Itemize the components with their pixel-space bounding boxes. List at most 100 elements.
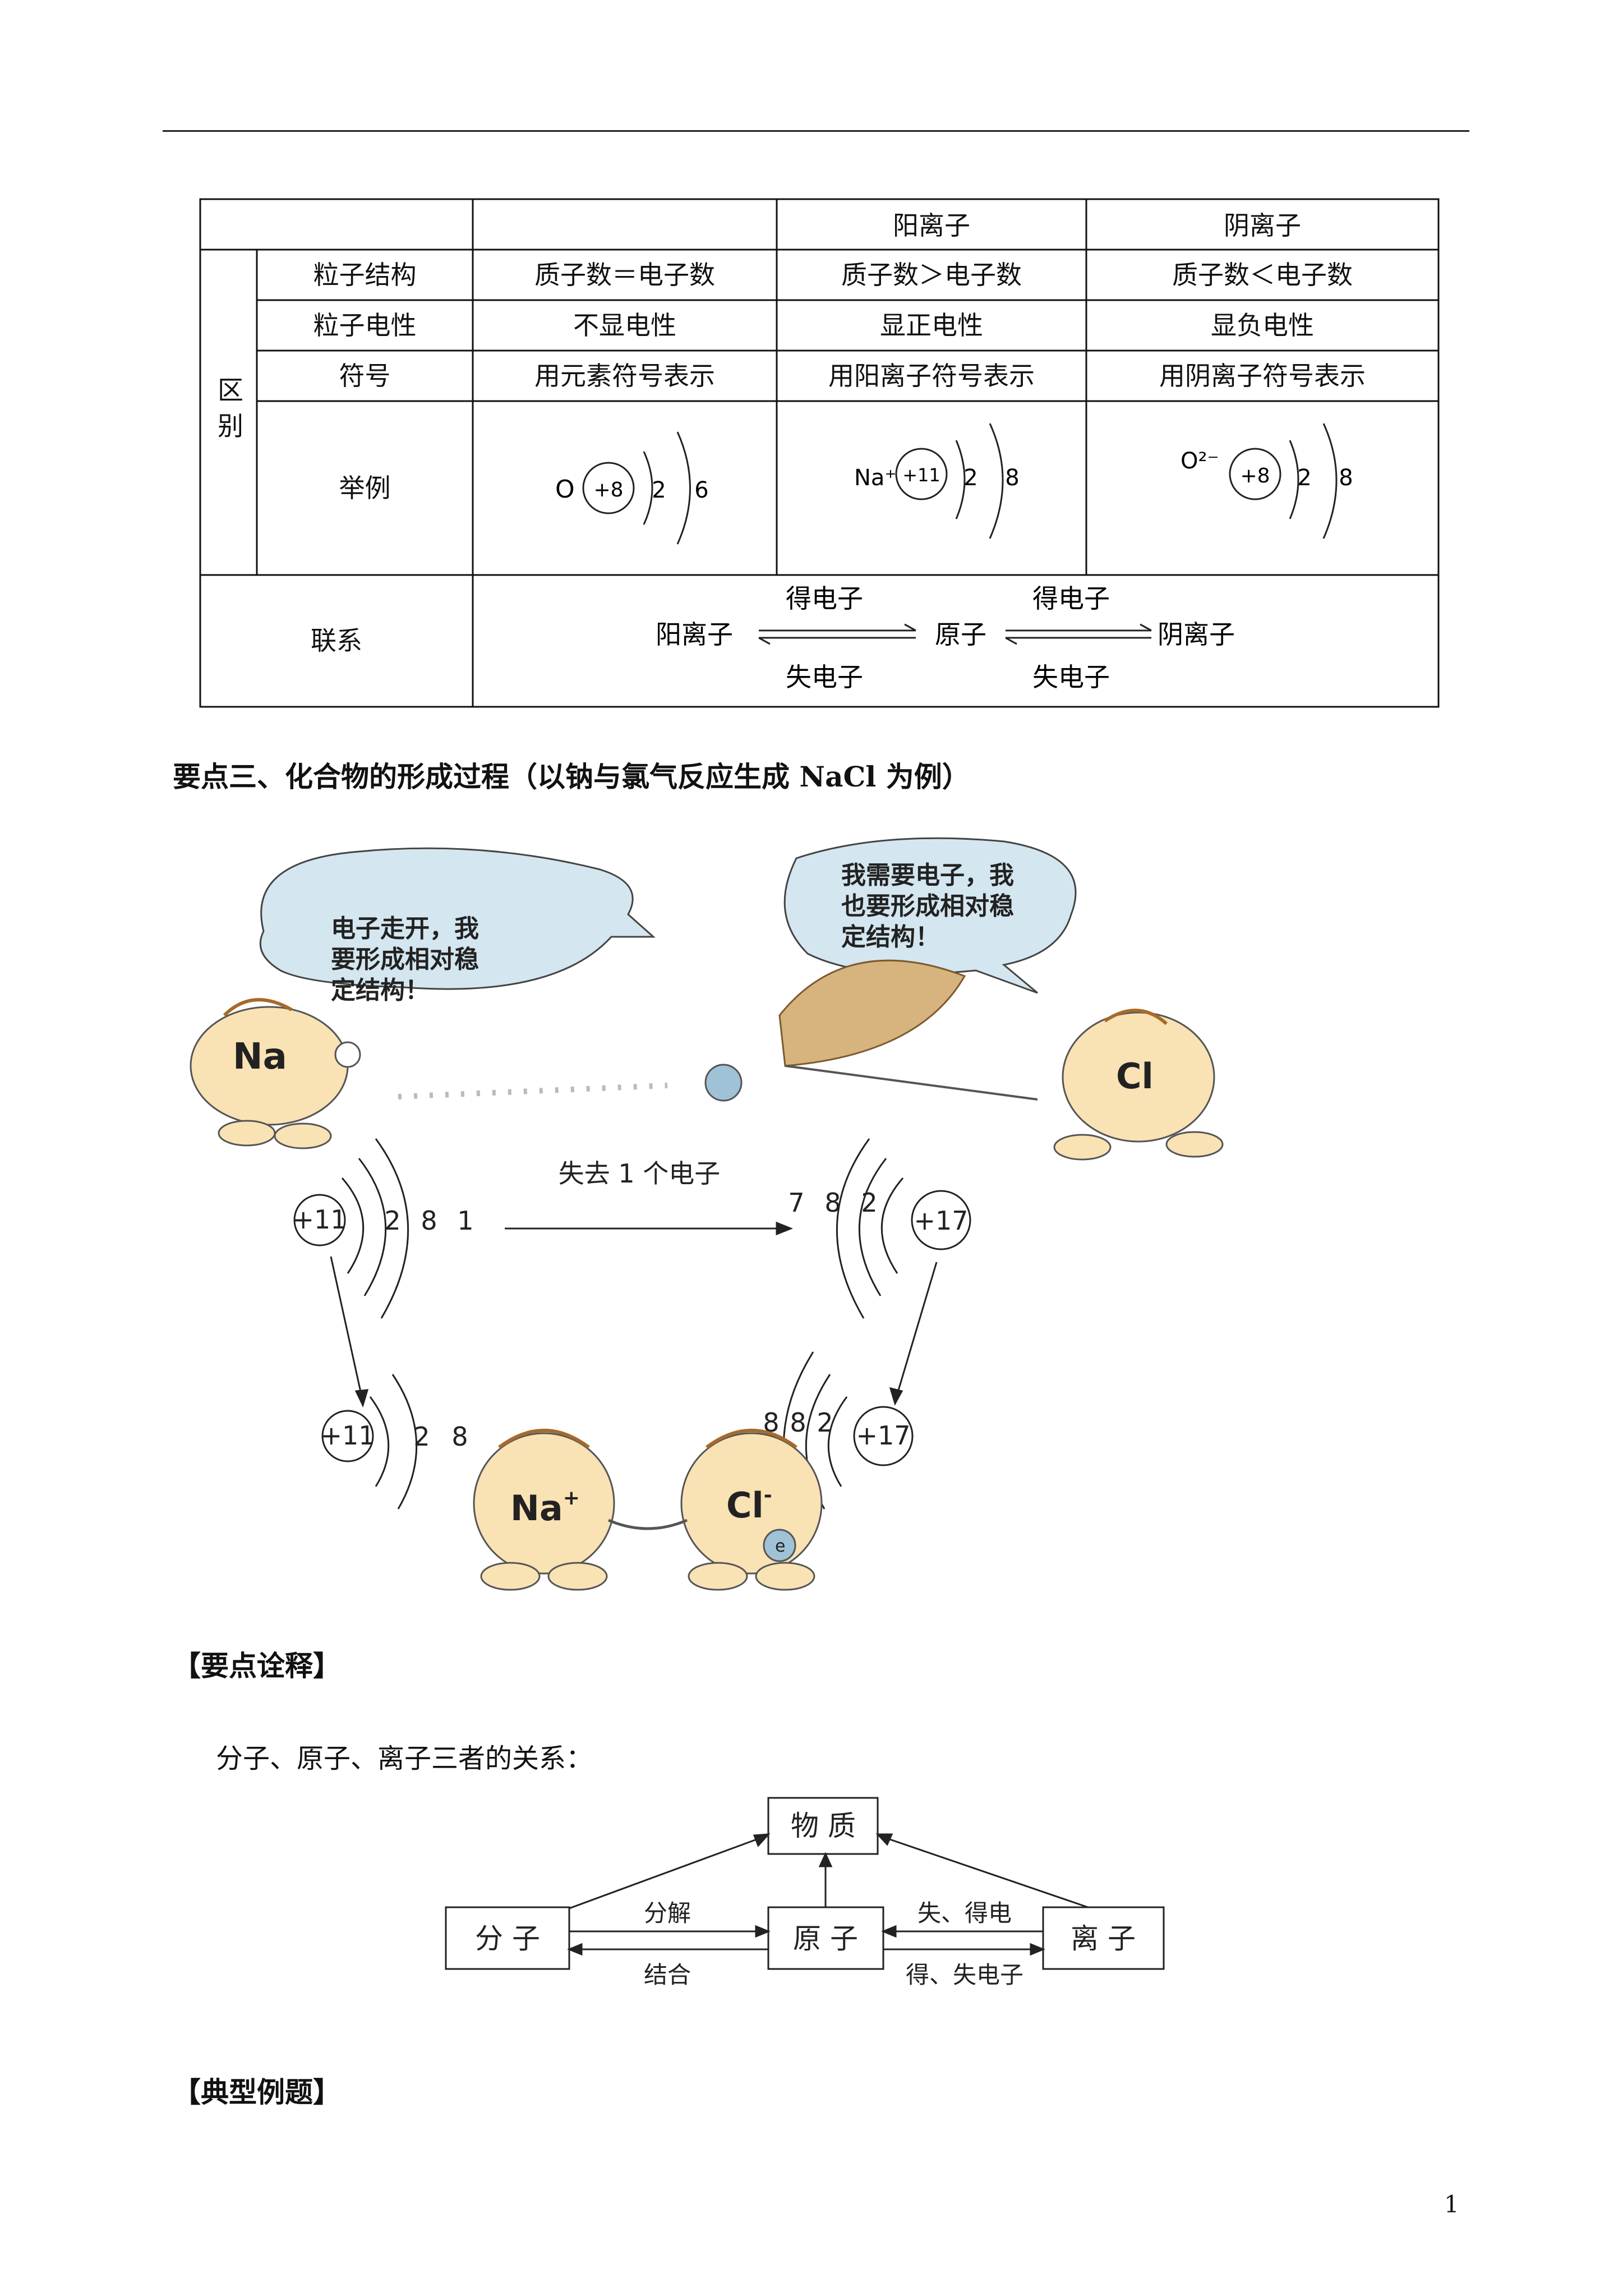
anion-nucleus: +8	[1240, 464, 1270, 487]
relation-anion: 阴离子	[1158, 619, 1235, 650]
cation-shell-1: 2	[963, 465, 978, 491]
row-label-structure: 粒子结构	[313, 259, 417, 290]
row-label-example: 举例	[339, 472, 391, 503]
header-cation: 阳离子	[893, 210, 970, 241]
cation-nucleus: +11	[902, 464, 940, 486]
cation-shell-2: 8	[1005, 465, 1019, 491]
flow-atom: 原 子	[793, 1922, 858, 1955]
relation-cation: 阳离子	[656, 619, 733, 650]
captured-electron-label: e	[775, 1536, 785, 1556]
anion-shell-1: 2	[1297, 465, 1311, 491]
cl-bubble-line-3: 定结构！	[841, 923, 940, 951]
cl-ion-label: Cl	[726, 1485, 764, 1526]
atom-o-symbol: O	[555, 475, 575, 504]
electron-path	[398, 1083, 668, 1099]
cl-ion-nucleus: +17	[856, 1420, 910, 1451]
cl-atom-nucleus-circle	[911, 1190, 971, 1250]
cell-cation-symbol: 用阳离子符号表示	[828, 360, 1035, 391]
anion-shell-2: 8	[1339, 465, 1353, 491]
relation-gain-1: 得电子	[786, 583, 863, 614]
na-ion-nucleus: +11	[320, 1420, 375, 1451]
flow-decompose: 分解	[644, 1899, 691, 1927]
cl-speech-bubble	[783, 837, 1077, 994]
cl-atom-shell-3: 2	[861, 1188, 877, 1218]
na-label: Na	[233, 1036, 287, 1078]
cl-character: Cl	[1053, 1009, 1224, 1161]
cl-atom-shell-2: 8	[824, 1188, 841, 1218]
na-ion-label: Na	[510, 1488, 563, 1529]
row-label-charge: 粒子电性	[313, 310, 417, 341]
na-atom-nucleus: +11	[292, 1204, 347, 1235]
na-atom-nucleus-circle	[293, 1194, 346, 1246]
examples-heading: 【典型例题】	[173, 2076, 341, 2109]
cl-bubble-line-2: 也要形成相对稳	[841, 892, 1014, 921]
na-character: Na	[190, 998, 361, 1149]
cation-nucleus-circle	[895, 448, 948, 500]
arrow-label: 失去 1 个电子	[559, 1158, 721, 1189]
cl-ion-character: e Cl-	[680, 1429, 823, 1591]
na-bubble-line-2: 要形成相对稳	[331, 945, 479, 974]
na-atom-shell-3: 1	[457, 1205, 473, 1236]
captured-electron	[763, 1529, 796, 1562]
cl-ion-shell-2: 8	[790, 1407, 806, 1438]
cl-atom-nucleus: +17	[914, 1205, 968, 1236]
header-rule	[163, 130, 1469, 132]
flow-ion: 离 子	[1071, 1922, 1136, 1955]
na-atom-shell-2: 8	[421, 1205, 437, 1236]
cell-atom-symbol: 用元素符号表示	[534, 360, 715, 391]
na-bubble-line-3: 定结构！	[331, 976, 430, 1005]
na-ion-charge: +	[563, 1487, 580, 1510]
flow-combine: 结合	[644, 1961, 691, 1989]
relation-intro: 分子、原子、离子三者的关系：	[216, 1743, 593, 1774]
cl-ion-charge: -	[764, 1484, 772, 1507]
cell-atom-structure: 质子数＝电子数	[534, 259, 715, 290]
cl-ion-nucleus-circle	[853, 1406, 914, 1466]
atom-o-shell-1: 2	[652, 477, 666, 503]
relation-lose-2: 失电子	[1032, 662, 1110, 692]
cell-anion-charge: 显负电性	[1211, 310, 1314, 341]
row-label-symbol: 符号	[339, 360, 391, 391]
example-diagrams: O +8 2 6 Na⁺ +11 2 8 O²⁻ +8 2 8	[555, 423, 1353, 545]
atom-o-shell-2: 6	[694, 477, 708, 503]
page-number: 1	[1444, 2191, 1459, 2218]
atom-o-nucleus-circle	[582, 462, 635, 514]
na-ion-shell-2: 8	[451, 1421, 468, 1452]
box-ion	[1042, 1906, 1165, 1970]
cl-ion-shell-3: 2	[817, 1407, 833, 1438]
anion-nucleus-circle	[1229, 448, 1281, 500]
row-label-relation: 联系	[311, 625, 362, 656]
na-speech-bubble	[259, 847, 656, 990]
key-points-heading: 【要点诠释】	[173, 1649, 341, 1682]
section3-title: 要点三、化合物的形成过程（以钠与氯气反应生成 NaCl 为例）	[173, 760, 970, 793]
na-ion-character: Na+	[473, 1429, 615, 1591]
cell-atom-charge: 不显电性	[573, 310, 676, 341]
group-label-difference: 区别	[213, 376, 244, 448]
relation-lose-1: 失电子	[786, 662, 863, 692]
relation-diagram: 阳离子 原子 阴离子 得电子 得电子 失电子 失电子	[656, 583, 1235, 692]
relation-atom: 原子	[935, 619, 986, 650]
cation-symbol: Na⁺	[854, 465, 897, 491]
flow-molecule: 分 子	[475, 1922, 540, 1955]
atom-o-nucleus: +8	[593, 478, 623, 501]
na-ion-shell-1: 2	[413, 1421, 430, 1452]
box-substance	[767, 1797, 879, 1855]
na-ion-nucleus-circle	[321, 1410, 374, 1462]
table-grid	[199, 198, 1440, 708]
net	[778, 959, 966, 1067]
cl-label: Cl	[1116, 1056, 1154, 1097]
flow-lose-gain: 失、得电	[917, 1899, 1012, 1927]
relation-gain-2: 得电子	[1032, 583, 1110, 614]
flow-gain-lose: 得、失电子	[906, 1961, 1023, 1989]
na-atom-shell-1: 2	[384, 1205, 400, 1236]
svg-text:Cl-: Cl-	[726, 1484, 772, 1526]
holding-hands	[608, 1519, 688, 1530]
cell-anion-symbol: 用阴离子符号表示	[1159, 360, 1366, 391]
header-anion: 阴离子	[1224, 210, 1301, 241]
cell-anion-structure: 质子数＜电子数	[1172, 259, 1353, 290]
flow-substance: 物 质	[791, 1810, 856, 1842]
anion-symbol: O²⁻	[1181, 448, 1219, 474]
flying-electron	[704, 1064, 743, 1102]
box-molecule	[445, 1906, 570, 1970]
nacl-illustration: 电子走开，我 要形成相对稳 定结构！ 我需要电子，我 也要形成相对稳 定结构！ …	[190, 837, 1224, 1591]
cell-cation-charge: 显正电性	[880, 310, 983, 341]
